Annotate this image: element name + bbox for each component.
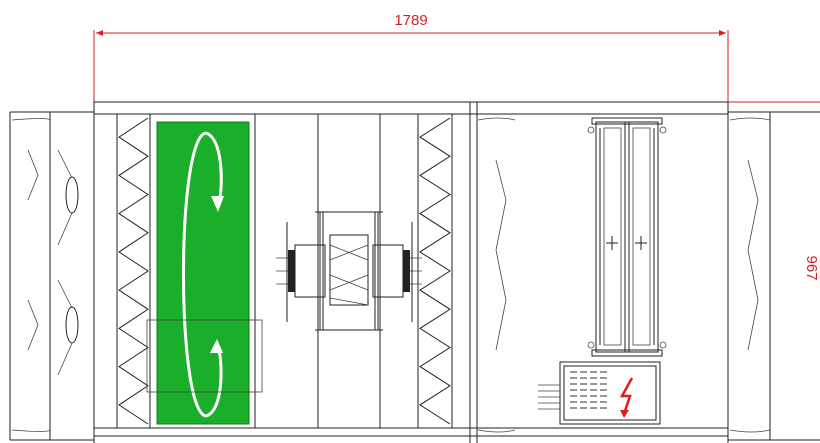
rotation-arrow-icon <box>182 131 224 418</box>
control-box-vents <box>570 371 607 409</box>
mid-flexible-connector <box>477 117 516 433</box>
electric-hazard-icon <box>619 377 634 418</box>
centrifugal-fan <box>276 211 422 331</box>
inlet-flexible-connector <box>9 111 94 441</box>
width-dimension-label: 1789 <box>394 12 427 29</box>
filter-section-left <box>116 114 151 428</box>
rotor-panel <box>156 121 250 425</box>
unit-casing <box>93 101 729 443</box>
width-dimension: 1789 <box>93 12 729 102</box>
filter-section-right <box>417 114 453 428</box>
heat-recovery-rotor <box>146 113 263 429</box>
rotor-drive-box <box>146 319 263 393</box>
outlet-flexible-connector <box>728 111 820 441</box>
height-dimension: 967 <box>728 101 820 281</box>
electric-heater-coil <box>587 117 667 357</box>
fan-section <box>254 114 422 428</box>
height-dimension-label: 967 <box>803 255 820 280</box>
heater-control-box <box>538 361 661 425</box>
inlet-damper <box>57 149 79 376</box>
